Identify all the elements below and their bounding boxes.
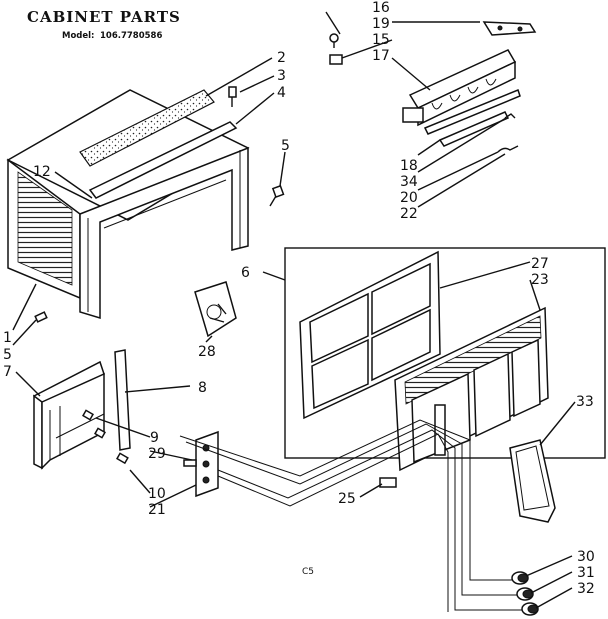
callout-15: 15 [372, 32, 390, 48]
callout-16: 16 [372, 0, 390, 16]
callout-23: 23 [531, 272, 549, 288]
access-door-part-33 [509, 439, 556, 523]
callout-17: 17 [372, 48, 390, 64]
rod-part-18 [438, 111, 510, 147]
callout-19: 19 [372, 16, 390, 32]
knob-part-25 [379, 477, 397, 488]
callout-6: 6 [241, 265, 250, 281]
control-label-part-28 [194, 281, 237, 338]
louver-assembly [402, 49, 521, 135]
screw-part-5-upper [269, 184, 285, 207]
callout-33: 33 [576, 394, 594, 410]
clip-part-34 [504, 113, 516, 119]
side-curtain-part-7 [32, 360, 105, 470]
leader-lines [12, 11, 576, 609]
callout-30: 30 [577, 549, 595, 565]
callout-5-lower: 5 [3, 347, 12, 363]
callout-28: 28 [198, 344, 216, 360]
screw-part-9 [82, 409, 106, 439]
callout-34: 34 [400, 174, 418, 190]
knob-part-30 [511, 571, 529, 585]
callout-22: 22 [400, 206, 418, 222]
control-panel-part-21 [183, 430, 219, 498]
front-panel-group-box [284, 247, 606, 459]
callout-2: 2 [277, 50, 286, 66]
callout-31: 31 [577, 565, 595, 581]
pin-part-16 [329, 33, 339, 48]
callout-20: 20 [400, 190, 418, 206]
side-strip-part-8 [114, 349, 131, 451]
callout-10: 10 [148, 486, 166, 502]
cap-part-15 [329, 54, 343, 65]
spring-part-20 [497, 145, 519, 153]
control-cable-harness [179, 419, 525, 612]
diagram-title: CABINET PARTS [27, 8, 181, 26]
callout-25: 25 [338, 491, 356, 507]
knob-part-32 [521, 602, 539, 616]
knob-part-31 [516, 587, 534, 601]
callout-1: 1 [3, 330, 12, 346]
callout-32: 32 [577, 581, 595, 597]
callout-9: 9 [150, 430, 159, 446]
callout-8: 8 [198, 380, 207, 396]
screw-part-1 [34, 311, 48, 323]
model-label: Model: [62, 31, 94, 41]
screw-part-3 [228, 86, 237, 107]
model-number: 106.7780586 [100, 31, 162, 41]
callout-27: 27 [531, 256, 549, 272]
callout-5-upper: 5 [281, 138, 290, 154]
callout-3: 3 [277, 68, 286, 84]
callout-7: 7 [3, 364, 12, 380]
diagram-code: C5 [302, 567, 314, 577]
seal-strip-part-4 [88, 121, 238, 199]
callout-4: 4 [277, 85, 286, 101]
callout-12: 12 [33, 164, 51, 180]
bracket-part-19 [482, 21, 537, 36]
callout-21: 21 [148, 502, 166, 518]
filter-part-27 [299, 250, 441, 420]
front-grille-part-23 [394, 306, 549, 472]
cabinet-shell [6, 89, 250, 320]
callout-18: 18 [400, 158, 418, 174]
screw-part-10 [116, 452, 129, 465]
top-strip-part-2 [79, 89, 215, 167]
callout-29: 29 [148, 446, 166, 462]
